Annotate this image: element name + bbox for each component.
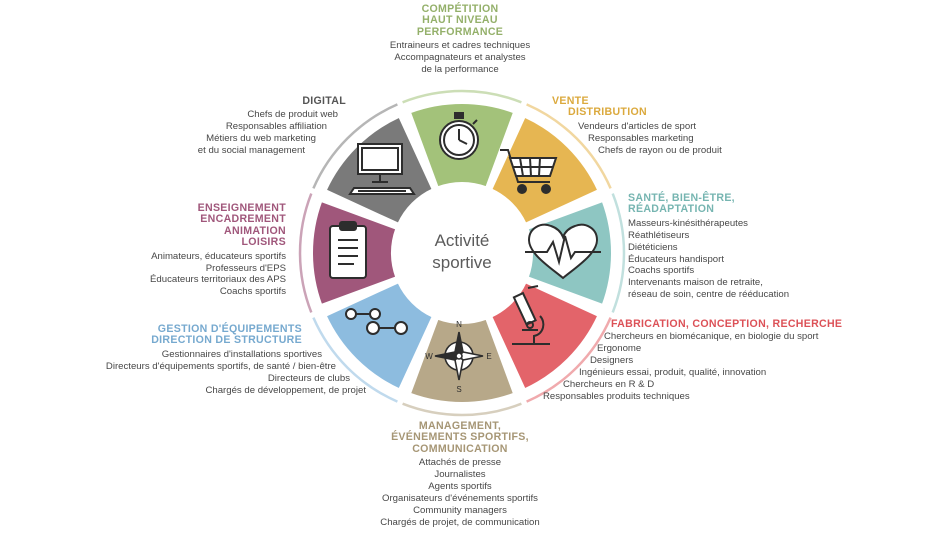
sector-sante: SANTÉ, BIEN-ÊTRE,RÉADAPTATION Masseurs-k…: [628, 192, 888, 301]
list-item: Chargés de projet, de communication: [380, 516, 540, 528]
center-disc: [396, 187, 528, 319]
sector-items: Masseurs-kinésithérapeutes Réathlétiseur…: [628, 218, 888, 301]
clipboard-icon: [329, 221, 367, 279]
list-item: Professeurs d'EPS: [205, 262, 286, 274]
sector-title: MANAGEMENT,ÉVÉNEMENTS SPORTIFS,COMMUNICA…: [391, 420, 529, 455]
stopwatch-icon: [439, 112, 479, 160]
compass-north-label: N: [456, 320, 462, 329]
list-item: Diététiciens: [628, 241, 678, 253]
list-item: Accompagnateurs et analystes: [394, 52, 526, 64]
outer-ring-fabrication: [526, 317, 612, 403]
center-line-1: Activité: [435, 231, 490, 250]
list-item: Métiers du web marketing: [206, 133, 316, 145]
list-item: de la performance: [421, 64, 499, 76]
dumbbell-icon: [345, 308, 408, 335]
list-item: Ingénieurs essai, produit, qualité, inno…: [579, 367, 767, 379]
sector-title: DIGITAL: [302, 95, 346, 107]
outer-ring-management: [402, 402, 522, 417]
list-item: Responsables affiliation: [225, 121, 327, 133]
outer-ring-gestion: [312, 317, 398, 403]
list-item: Réathlétiseurs: [628, 229, 690, 241]
shopping-cart-icon: [500, 149, 558, 194]
list-item: Chefs de produit web: [247, 109, 338, 121]
list-item: Entraineurs et cadres techniques: [389, 40, 531, 52]
list-item: Éducateurs territoriaux des APS: [150, 274, 286, 286]
sector-items: Entraineurs et cadres techniques Accompa…: [320, 40, 600, 76]
list-item: Coachs sportifs: [628, 265, 695, 277]
compass-icon: N S E W: [425, 320, 491, 394]
sector-items: Chefs de produit web Responsables affili…: [150, 109, 346, 157]
sector-fabrication: FABRICATION, CONCEPTION, RECHERCHE Cherc…: [543, 318, 873, 403]
list-item: Responsables marketing: [588, 132, 694, 144]
list-item: Vendeurs d'articles de sport: [578, 120, 697, 132]
list-item: Masseurs-kinésithérapeutes: [628, 217, 748, 229]
sector-items: Attachés de presse Journalistes Agents s…: [320, 457, 600, 528]
list-item: Animateurs, éducateurs sportifs: [151, 250, 286, 262]
list-item: Chargés de développement, de projet: [205, 384, 366, 396]
microscope-icon: [512, 285, 550, 345]
outer-ring-digital: [312, 103, 398, 189]
compass-east-label: E: [486, 352, 491, 361]
sector-items: Animateurs, éducateurs sportifs Professe…: [100, 251, 286, 299]
outer-ring-competition: [402, 89, 522, 104]
outer-ring-sante: [611, 193, 626, 313]
heartbeat-icon: [525, 223, 601, 280]
sector-items: Gestionnaires d'installations sportives …: [40, 349, 366, 397]
list-item: Intervenants maison de retraite,: [628, 277, 763, 289]
sector-title: SANTÉ, BIEN-ÊTRE,RÉADAPTATION: [628, 192, 735, 216]
computer-icon: [348, 143, 416, 195]
sector-title: FABRICATION, CONCEPTION, RECHERCHE: [611, 318, 843, 330]
list-item: Chercheurs en biomécanique, en biologie …: [604, 331, 819, 343]
list-item: Designers: [590, 355, 634, 367]
sector-digital: DIGITAL Chefs de produit web Responsable…: [150, 95, 346, 157]
list-item: Gestionnaires d'installations sportives: [161, 348, 322, 360]
compass-south-label: S: [456, 385, 461, 394]
list-item: Ergonome: [597, 343, 642, 355]
list-item: Chefs de rayon ou de produit: [598, 144, 722, 156]
outer-ring-vente: [526, 103, 612, 189]
center-line-2: sportive: [432, 253, 492, 272]
list-item: Attachés de presse: [418, 457, 502, 469]
compass-west-label: W: [425, 352, 433, 361]
list-item: Community managers: [413, 504, 507, 516]
list-item: Directeurs de clubs: [267, 372, 350, 384]
list-item: Journalistes: [434, 469, 486, 481]
list-item: réseau de soin, centre de rééducation: [628, 289, 790, 301]
list-item: Responsables produits techniques: [543, 390, 690, 402]
list-item: Directeurs d'équipements sportifs, de sa…: [105, 360, 336, 372]
list-item: Agents sportifs: [428, 481, 492, 493]
sector-wedge-fabrication: [489, 280, 600, 391]
list-item: Chercheurs en R & D: [563, 379, 655, 391]
sector-management: MANAGEMENT,ÉVÉNEMENTS SPORTIFS,COMMUNICA…: [320, 420, 600, 529]
list-item: et du social management: [197, 145, 305, 157]
list-item: Coachs sportifs: [219, 286, 286, 298]
outer-ring-enseignement: [298, 193, 313, 313]
list-item: Éducateurs handisport: [628, 253, 724, 265]
sector-items: Chercheurs en biomécanique, en biologie …: [543, 331, 873, 402]
sector-items: Vendeurs d'articles de sport Responsable…: [552, 121, 772, 157]
list-item: Organisateurs d'événements sportifs: [382, 492, 538, 504]
